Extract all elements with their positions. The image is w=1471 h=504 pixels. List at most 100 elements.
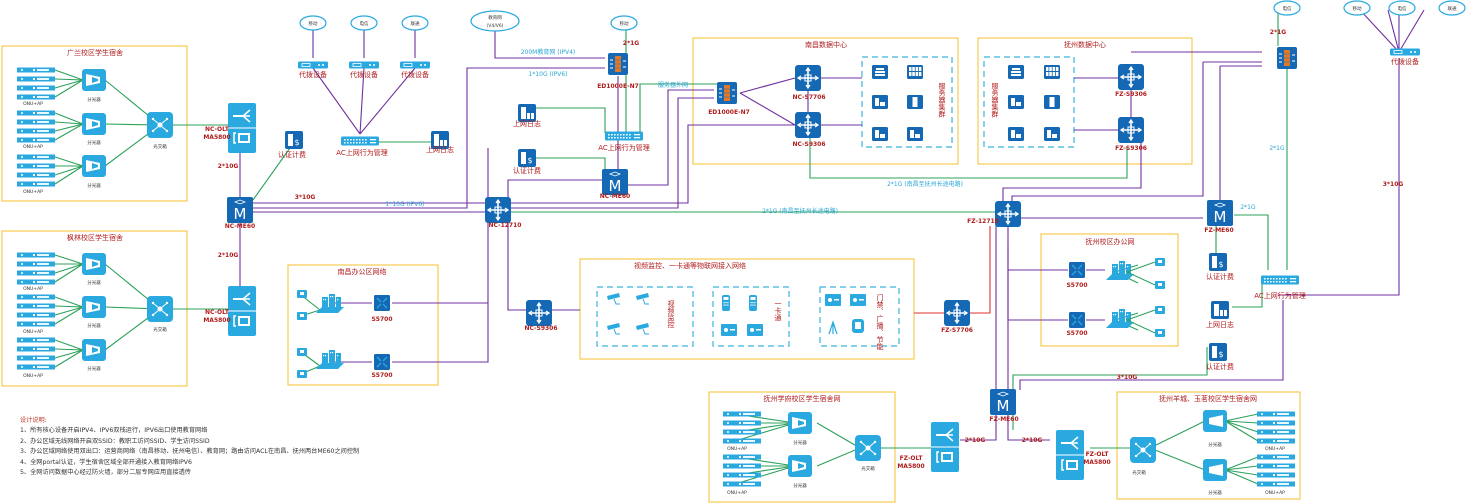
auth-billing-icon	[1209, 343, 1227, 361]
cloud-liantong-1: 联通	[401, 15, 429, 31]
fz-server-cluster	[983, 56, 1075, 148]
onu-ap-label: ONU+AP	[1265, 490, 1285, 496]
nc-s9306[interactable]: NC-S9306	[792, 111, 826, 148]
nc-ac-1[interactable]: AC上网行为管理	[336, 136, 388, 158]
cloud-dianxin-3: 电信	[1388, 0, 1416, 16]
ac-switch-icon	[1261, 275, 1299, 285]
olt-icon	[227, 102, 257, 154]
link-label: 服务器外网	[658, 81, 688, 89]
area-title-guanglan: 广兰校区学生宿舍	[67, 48, 123, 57]
camera-icon	[635, 322, 650, 335]
nc-auth-billing-2[interactable]: 认证计费	[513, 149, 541, 175]
splitter-label: 分光器	[87, 365, 101, 372]
area-title-fz-office: 抚州校区办公网	[1086, 237, 1135, 246]
firewall-label: ED1000E-N7	[708, 109, 750, 116]
splitter-label: 分光器	[793, 482, 807, 489]
fz-s7706[interactable]: FZ-S7706	[941, 299, 973, 334]
cloud-label: 移动	[1353, 5, 1362, 12]
fz-s9306-b[interactable]: FZ-S9306	[1115, 116, 1147, 152]
link-label: 2*1G	[623, 40, 639, 47]
onu-ap-label: ONU+AP	[727, 446, 747, 452]
proxy-icon	[297, 61, 329, 69]
auth-billing-icon	[1209, 253, 1227, 271]
cloud-dianxin-2: 电信	[1273, 0, 1301, 16]
fz-olt-label: FZ-OLT	[1086, 451, 1110, 458]
splitter-label: 分光器	[87, 139, 101, 146]
onu-ap-label: ONU+AP	[23, 286, 43, 292]
router-label: FZ-12710	[967, 218, 999, 225]
design-note-item: 2、办公区域无线网络开启双SSID：教职工访问SSID、学生访问SSID	[20, 437, 210, 445]
yangcheng-devices: 光交箱 分光器 分光器 ONU+AP ONU+AP	[1129, 410, 1295, 496]
fz-auth-billing-2[interactable]: 认证计费	[1206, 343, 1234, 371]
iot-devices: 视频监控 一卡通 门禁、广播、节能	[606, 292, 884, 351]
nc-me60[interactable]: NC-ME60	[225, 196, 255, 230]
fz-auth-billing-1[interactable]: 认证计费	[1206, 253, 1234, 281]
cloud-label: 教育网	[488, 14, 502, 21]
fz-office-devices: S5700 S5700	[1066, 258, 1165, 337]
ap-icon	[297, 370, 307, 378]
nc-s9306-iot[interactable]: NC-S9306	[524, 299, 558, 332]
fz-log[interactable]: 上网日志	[1206, 301, 1234, 329]
pos-icon	[722, 295, 730, 311]
nc-me60-core[interactable]: NC-ME60	[600, 168, 630, 200]
server-icon	[907, 127, 923, 141]
splitter-label: 分光器	[793, 439, 807, 446]
optical-box-label: 光交箱	[1132, 469, 1146, 476]
guanglan-devices: ONU+AP ONU+AP ONU+AP 分光器 分光器 分光器 光交箱	[17, 67, 174, 195]
nc-ac-2[interactable]: AC上网行为管理	[598, 131, 650, 153]
fz-s9306-a[interactable]: FZ-S9306	[1115, 63, 1147, 98]
area-fz-xuefu	[708, 391, 896, 503]
nc-log-1[interactable]: 上网日志	[426, 131, 454, 154]
cloud-liantong-3: 联通	[1438, 0, 1466, 16]
me60-label: FZ-ME60	[1204, 227, 1233, 234]
onu-ap-label: ONU+AP	[23, 189, 43, 195]
fz-firewall[interactable]	[1276, 46, 1298, 70]
nc-olt-1[interactable]: NC-OLT MA5800	[203, 102, 257, 154]
design-notes-heading: 设计说明:	[20, 417, 47, 424]
auth-billing-label: 认证计费	[278, 150, 306, 159]
fz-ac[interactable]: AC上网行为管理	[1254, 275, 1306, 301]
fz-me60-bottom[interactable]: FZ-ME60	[989, 388, 1019, 423]
nc-olt-2[interactable]: NC-OLT MA5800	[203, 285, 257, 337]
fw-ed1000-dc[interactable]: ED1000E-N7	[708, 81, 750, 116]
splitter-icon	[82, 113, 106, 135]
antenna-icon	[828, 320, 838, 335]
cloud-yidong-2: 移动	[610, 15, 638, 31]
log-server-icon	[1211, 301, 1229, 319]
firewall-icon	[607, 52, 629, 76]
nc-auth-billing-1[interactable]: 认证计费	[278, 131, 306, 159]
onu-ap-label: ONU+AP	[23, 144, 43, 150]
fw-ed1000-edge[interactable]: ED1000E-N7	[597, 52, 639, 90]
router-label: NC-S9306	[792, 141, 825, 148]
ac-switch-icon	[341, 136, 379, 146]
onu-ap-label: ONU+AP	[23, 329, 43, 335]
firewall-label: ED1000E-N7	[597, 83, 639, 90]
switch-label: S5700	[371, 372, 392, 379]
nc-server-cluster	[861, 56, 953, 148]
card-label: 一卡通	[774, 300, 782, 322]
splitter-icon	[82, 69, 106, 91]
olt-icon	[1055, 429, 1085, 481]
fz-12710[interactable]: FZ-12710	[967, 200, 1022, 228]
switch-label: S5700	[1066, 330, 1087, 337]
proxy-label: 代拨设备	[299, 70, 327, 79]
splitter-label: 分光器	[87, 96, 101, 103]
me60-icon	[226, 196, 254, 224]
link-label: 1*10G (IPV6)	[529, 71, 568, 78]
nc-log-2[interactable]: 上网日志	[513, 104, 541, 128]
fz-olt-xuefu[interactable]: FZ-OLT MA5800	[897, 421, 960, 473]
nc-12710[interactable]: NC-12710	[484, 196, 521, 229]
auth-billing-label: 认证计费	[1206, 362, 1234, 371]
router-label: NC-S9306	[524, 325, 557, 332]
fz-olt-yangcheng[interactable]: FZ-OLT MA5800	[1055, 429, 1111, 481]
auth-billing-label: 认证计费	[513, 166, 541, 175]
cloud-label: 移动	[309, 20, 318, 27]
nc-s7706[interactable]: NC-S7706	[792, 64, 826, 101]
proxy-devices-nc: 代拨设备 代拨设备 代拨设备	[297, 61, 431, 79]
cloud-dianxin-1: 电信	[350, 15, 378, 31]
fz-me60[interactable]: FZ-ME60	[1204, 199, 1234, 234]
cloud-sublabel: (V4/V6)	[487, 23, 504, 29]
router-icon	[794, 64, 822, 92]
router-icon	[1117, 116, 1145, 144]
firewall-icon	[1276, 46, 1298, 70]
